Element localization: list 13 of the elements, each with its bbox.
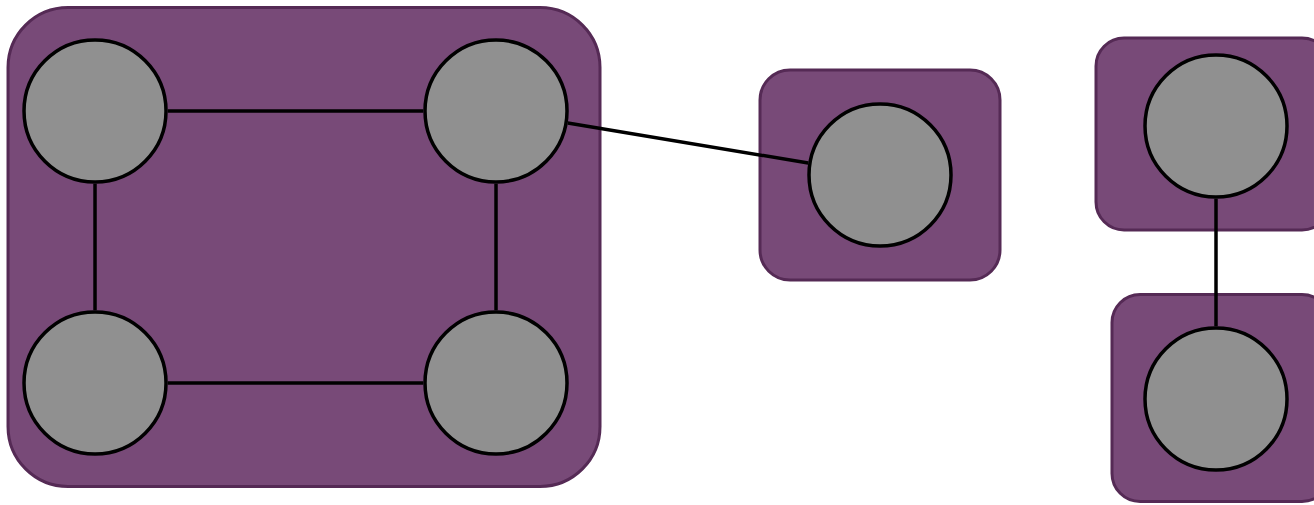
connector-line bbox=[567, 121, 809, 165]
connector-line bbox=[167, 381, 424, 385]
circle bbox=[1143, 326, 1289, 472]
connector-line bbox=[93, 183, 97, 311]
circle bbox=[1143, 53, 1289, 199]
connector-line bbox=[1214, 198, 1218, 327]
circle bbox=[22, 310, 168, 456]
connector-line bbox=[167, 109, 424, 113]
circle bbox=[22, 38, 168, 184]
connector-line bbox=[494, 183, 498, 311]
circle bbox=[423, 38, 569, 184]
circle bbox=[807, 102, 953, 248]
circle bbox=[423, 310, 569, 456]
